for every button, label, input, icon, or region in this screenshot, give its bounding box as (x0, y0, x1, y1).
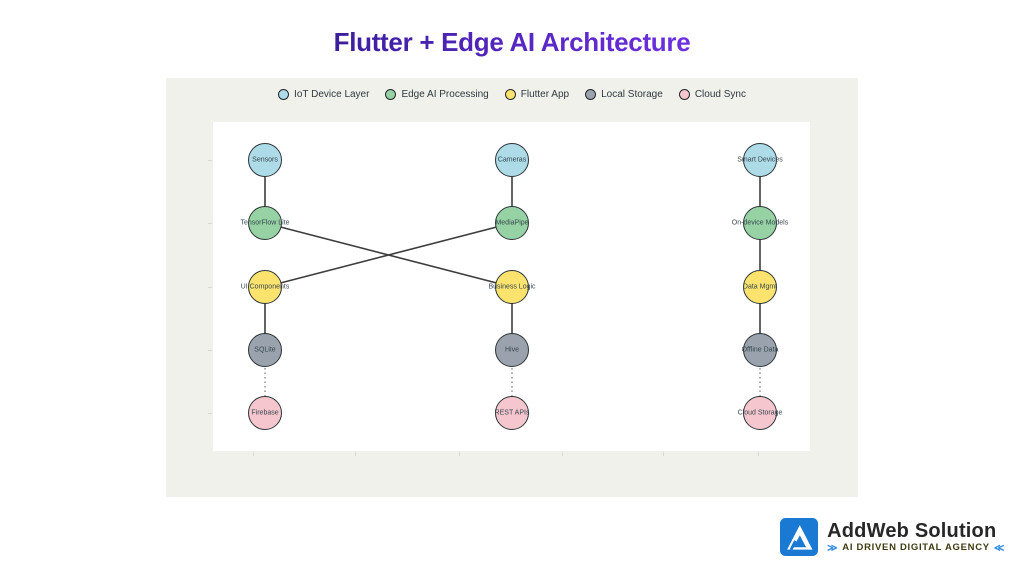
legend-item-edge-ai-processing: Edge AI Processing (385, 89, 489, 100)
node-mediapipe: MediaPipe (495, 206, 529, 240)
legend: IoT Device Layer Edge AI Processing Flutte… (166, 89, 858, 100)
x-axis-tick (253, 452, 254, 456)
node-label: Smart Devices (737, 156, 783, 164)
legend-marker-icon (678, 89, 690, 100)
y-axis-tick (208, 287, 212, 288)
y-axis-tick (208, 160, 212, 161)
legend-marker-icon (585, 89, 597, 100)
node-ui-components: UI Components (241, 270, 289, 304)
x-axis-tick (562, 452, 563, 456)
node-sqlite: SQLite (248, 333, 282, 367)
legend-label: IoT Device Layer (294, 89, 370, 100)
node-label: Cameras (497, 156, 527, 164)
node-label: Firebase (251, 409, 279, 417)
node-on-device-models: On-device Models (732, 206, 788, 240)
page-title: Flutter + Edge AI Architecture (0, 27, 1024, 58)
edge-mediapipe-ui-components (264, 222, 513, 288)
tagline-right-icon: ≪ (993, 542, 1005, 554)
node-label: Sensors (252, 156, 278, 164)
legend-item-flutter-app: Flutter App (504, 89, 570, 100)
node-label: TensorFlow Lite (240, 219, 290, 227)
node-business-logic: Business Logic (488, 270, 536, 304)
node-label: REST APIs (494, 409, 530, 417)
node-firebase: Firebase (248, 396, 282, 430)
node-sensors: Sensors (248, 143, 282, 177)
legend-label: Edge AI Processing (401, 89, 489, 100)
node-label: On-device Models (731, 219, 789, 227)
node-label: Hive (504, 346, 520, 354)
node-rest-apis: REST APIs (495, 396, 529, 430)
legend-item-local-storage: Local Storage (585, 89, 663, 100)
node-smart-devices: Smart Devices (737, 143, 783, 177)
diagram-panel: IoT Device Layer Edge AI Processing Flutte… (166, 78, 858, 497)
node-label: Cloud Storage (737, 409, 783, 417)
node-label: Data Mgmt (742, 283, 778, 291)
x-axis-tick (663, 452, 664, 456)
x-axis-tick (758, 452, 759, 456)
x-axis-tick (459, 452, 460, 456)
node-label: Offline Data (741, 346, 779, 354)
legend-label: Local Storage (601, 89, 663, 100)
x-axis-tick (355, 452, 356, 456)
node-label: SQLite (254, 346, 276, 354)
legend-item-iot-device-layer: IoT Device Layer (278, 89, 369, 100)
node-cloud-storage: Cloud Storage (738, 396, 782, 430)
legend-marker-icon (278, 89, 290, 100)
node-label: MediaPipe (495, 219, 529, 227)
node-cameras: Cameras (495, 143, 529, 177)
addweb-logo-icon (780, 518, 819, 556)
y-axis-tick (208, 413, 212, 414)
legend-label: Cloud Sync (694, 89, 746, 100)
node-offline-data: Offline Data (741, 333, 779, 367)
tagline-left-icon: ≫ (827, 542, 839, 554)
node-tensorflow-lite: TensorFlow Lite (240, 206, 290, 240)
y-axis-tick (208, 223, 212, 224)
legend-label: Flutter App (520, 89, 570, 100)
legend-item-cloud-sync: Cloud Sync (678, 89, 746, 100)
node-label: Business Logic (488, 283, 536, 291)
y-axis-tick (208, 350, 212, 351)
brand-tagline-text: AI DRIVEN DIGITAL AGENCY (842, 541, 990, 553)
node-hive: Hive (495, 333, 529, 367)
node-label: UI Components (240, 283, 290, 291)
node-data-mgmt: Data Mgmt (743, 270, 777, 304)
brand-name: AddWeb Solution (827, 519, 997, 542)
brand-logo: AddWeb Solution ≫ AI DRIVEN DIGITAL AGEN… (780, 518, 1005, 556)
legend-marker-icon (504, 89, 516, 100)
brand-tagline: ≫ AI DRIVEN DIGITAL AGENCY ≪ (827, 541, 1005, 554)
legend-marker-icon (385, 89, 397, 100)
